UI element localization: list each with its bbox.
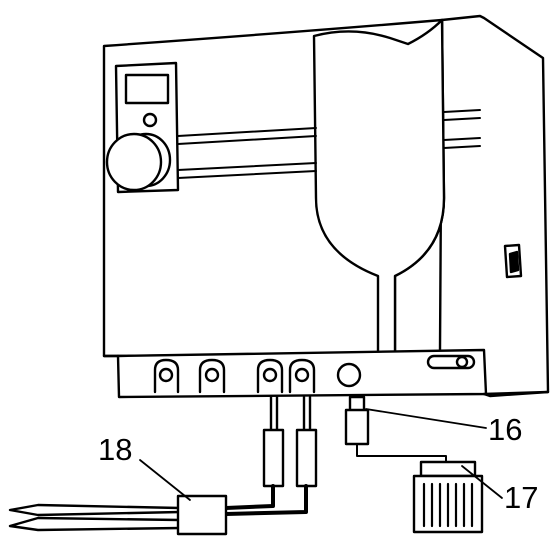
small-plug[interactable] <box>344 395 370 446</box>
probe-plug-right[interactable] <box>295 395 318 488</box>
socket-1[interactable] <box>153 358 180 394</box>
rotary-knob-icon[interactable] <box>105 132 163 192</box>
leader-lines <box>139 408 503 501</box>
power-switch-icon[interactable] <box>503 243 523 279</box>
probe-tip-upper <box>8 503 182 517</box>
remote-control[interactable] <box>412 460 484 534</box>
probe[interactable] <box>8 494 228 536</box>
probe-handle <box>176 494 228 536</box>
side-panel <box>438 14 550 398</box>
callout-17: 17 <box>504 480 539 515</box>
socket-3[interactable] <box>256 358 284 394</box>
probe-tip-lower <box>8 516 182 532</box>
slide-switch[interactable] <box>426 354 476 370</box>
remote-cable <box>356 443 447 463</box>
housing <box>102 14 550 399</box>
leader-17 <box>461 465 503 499</box>
round-port[interactable] <box>336 362 362 388</box>
socket-4[interactable] <box>288 358 316 394</box>
control-panel <box>105 61 180 194</box>
callout-18: 18 <box>98 432 133 467</box>
probe-cables <box>224 484 308 516</box>
side-bottom-edge <box>482 390 550 396</box>
display-icon <box>124 73 170 105</box>
indicator-lamp <box>142 112 158 128</box>
probe-plug-left[interactable] <box>262 395 285 488</box>
socket-row <box>153 354 476 394</box>
socket-2[interactable] <box>198 358 226 394</box>
callout-16: 16 <box>488 412 523 447</box>
front-grooves <box>177 109 481 179</box>
leader-18 <box>139 459 191 501</box>
front-cutaway <box>312 18 446 356</box>
leader-16 <box>365 408 487 429</box>
